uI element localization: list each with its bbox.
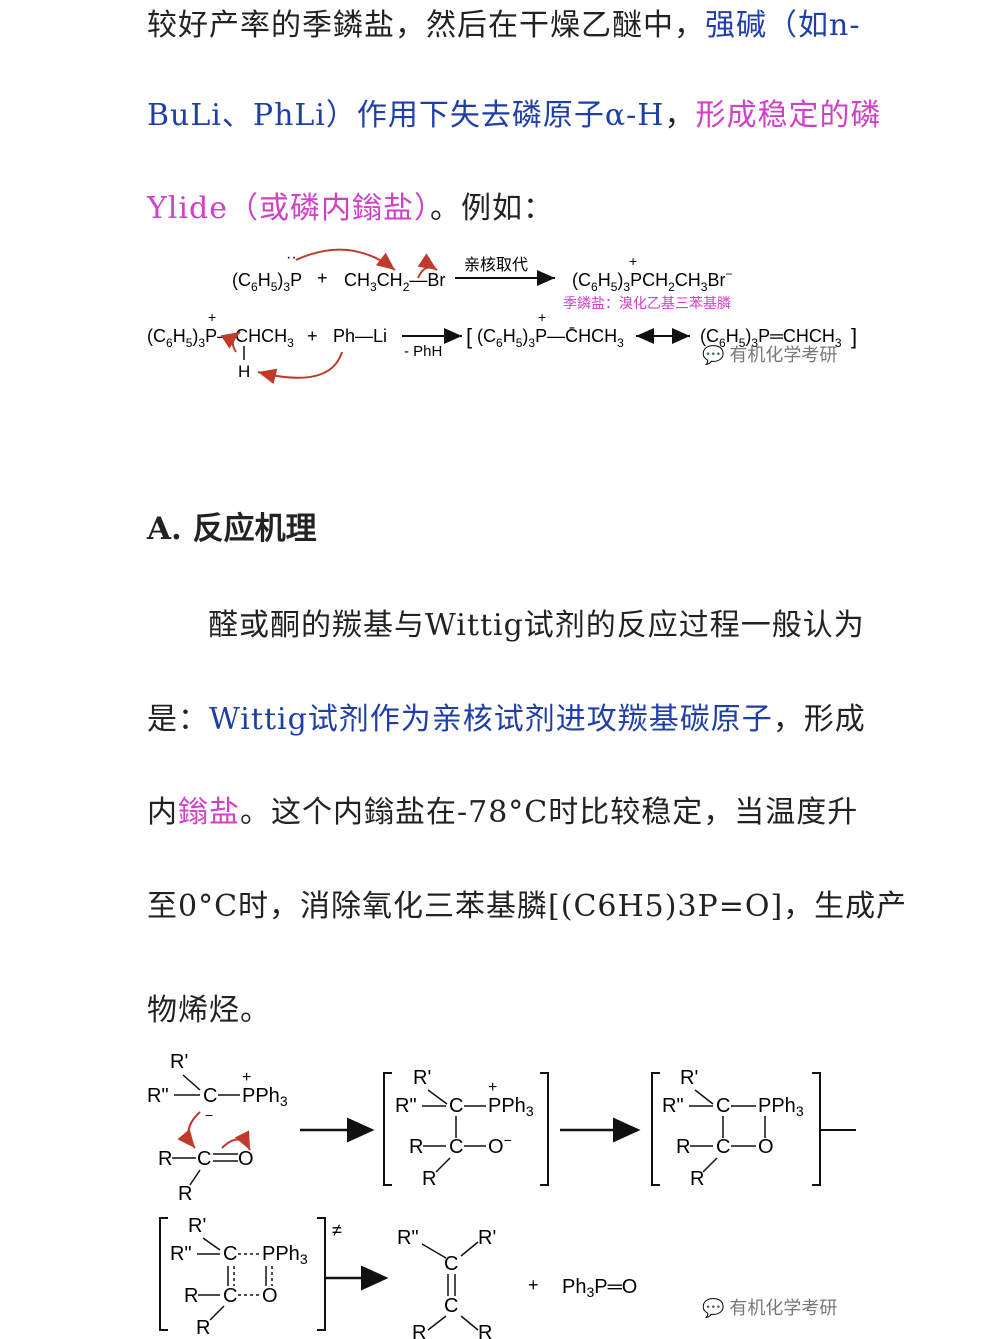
- text-segment: 内: [147, 795, 178, 830]
- text-segment: 。这个内鎓盐在-78°C时比较稳定，当温度升: [240, 795, 859, 830]
- byproduct-label: - PhH: [404, 343, 442, 360]
- r-double-prime: R": [395, 1095, 417, 1117]
- wittig-mechanism-scheme: R' R" C − PPh3 + R C O R R' R" C PPh3 + …: [147, 1051, 856, 1339]
- ylide-form: (C6H5)3P—C̄HCH3: [477, 326, 624, 350]
- pph3-group: PPh3: [242, 1085, 288, 1109]
- text-segment: 较好产率的季鏻盐，然后在干燥乙醚中，: [147, 8, 705, 43]
- alkene-carbon: C: [444, 1295, 458, 1317]
- r-double-prime: R": [147, 1085, 169, 1107]
- watermark-text: 有机化学考研: [729, 345, 838, 365]
- bracket: [: [466, 324, 472, 349]
- text-segment: 。例如：: [429, 191, 554, 226]
- ring-oxygen: O: [758, 1136, 774, 1158]
- transition-state-mark: ≠: [332, 1220, 342, 1240]
- paragraph2-line1: 醛或酮的羰基与Wittig试剂的反应过程一般认为: [208, 608, 865, 643]
- carbon: C: [449, 1136, 463, 1158]
- carbonyl-c: C: [197, 1148, 211, 1170]
- carbon: C: [223, 1285, 237, 1307]
- ring-oxygen: O: [262, 1285, 278, 1307]
- paragraph2-line2: 是：Wittig试剂作为亲核试剂进攻羰基碳原子，形成: [147, 694, 866, 738]
- ylide-formation-scheme: (C6H5)3P ·· + CH3CH2—Br 亲核取代 (C6H5)3PCH2…: [147, 248, 857, 385]
- highlight-nucleophile: Wittig试剂作为亲核试剂进攻羰基碳原子: [209, 702, 773, 737]
- paragraph2-line5: 物烯烃。: [147, 993, 271, 1028]
- alkoxide: O−: [488, 1132, 512, 1158]
- carbon: C: [716, 1095, 730, 1117]
- paragraph2-line3: 内鎓盐。这个内鎓盐在-78°C时比较稳定，当温度升: [147, 787, 858, 831]
- plus-sign: +: [307, 326, 318, 346]
- r-group: R: [184, 1285, 198, 1307]
- alkene-carbon: C: [444, 1253, 458, 1275]
- triphenylphosphine-oxide: Ph3P═O: [562, 1276, 637, 1300]
- pph3-group: PPh3: [488, 1095, 534, 1119]
- r-prime: R': [478, 1227, 496, 1249]
- r-group: R: [158, 1148, 172, 1170]
- electron-arrow: [257, 351, 343, 385]
- paragraph1-line2: BuLi、PhLi）作用下失去磷原子α-H，形成稳定的磷: [147, 90, 881, 134]
- electron-arrow: [295, 248, 396, 271]
- r-group: R: [409, 1136, 423, 1158]
- r-group: R: [676, 1136, 690, 1158]
- r-prime: R': [680, 1067, 698, 1089]
- r-double-prime: R": [662, 1095, 684, 1117]
- phosphonium-salt: (C6H5)3PCH2CH3Br−: [572, 267, 732, 294]
- charge-plus: +: [488, 1079, 497, 1096]
- plus-sign: +: [528, 1275, 539, 1295]
- r-prime: R': [188, 1215, 206, 1237]
- watermark: 💬 有机化学考研: [702, 1298, 838, 1318]
- paragraph1-line1: 较好产率的季鏻盐，然后在干燥乙醚中，强碱（如n-: [147, 0, 860, 44]
- arrow-label: 亲核取代: [464, 256, 528, 274]
- highlight-reagents: BuLi、PhLi）作用下失去磷原子α-H: [147, 98, 665, 133]
- charge-plus: +: [538, 309, 546, 325]
- carbanion: C: [203, 1085, 217, 1107]
- r-double-prime: R": [170, 1243, 192, 1265]
- r-group: R: [422, 1168, 436, 1190]
- r-double-prime: R": [397, 1227, 419, 1249]
- r-prime: R': [413, 1067, 431, 1089]
- highlight-onium: 鎓盐: [178, 795, 240, 830]
- pph3-group: PPh3: [758, 1095, 804, 1119]
- electron-arrow: [417, 253, 438, 279]
- charge-plus: +: [629, 253, 637, 269]
- ethyl-bromide: CH3CH2—Br: [344, 270, 445, 294]
- triphenylphosphine: (C6H5)3P: [232, 270, 302, 294]
- electron-arrow: [220, 331, 241, 353]
- highlight-ylide: 形成稳定的磷: [695, 98, 882, 133]
- section-heading: A. 反应机理: [147, 511, 317, 547]
- text-segment: ，形成: [772, 702, 866, 737]
- charge-plus: +: [242, 1069, 251, 1086]
- carbon: C: [716, 1136, 730, 1158]
- highlight-strong-base: 强碱（如n-: [705, 8, 861, 43]
- r-group: R: [196, 1317, 210, 1339]
- r-group: R: [478, 1322, 492, 1339]
- charge-minus: −: [205, 1107, 213, 1123]
- carbon: C: [449, 1095, 463, 1117]
- text-segment: 是：: [147, 702, 209, 737]
- watermark: 💬 有机化学考研: [702, 345, 838, 365]
- bracket: ]: [851, 324, 857, 349]
- r-prime: R': [170, 1051, 188, 1073]
- paragraph1-line3: Ylide（或磷内鎓盐）。例如：: [147, 183, 554, 227]
- product-caption: 季鏻盐：溴化乙基三苯基膦: [563, 295, 731, 311]
- carbonyl-o: O: [238, 1148, 254, 1170]
- phosphonium-row2: (C6H5)3P—CHCH3: [147, 326, 294, 350]
- paragraph2-line4: 至0°C时，消除氧化三苯基膦[(C6H5)3P=O]，生成产: [147, 889, 908, 924]
- r-group: R: [178, 1183, 192, 1205]
- lone-pair: ··: [286, 249, 297, 266]
- charge-plus: +: [208, 309, 216, 325]
- highlight-ylide-cont: Ylide（或磷内鎓盐）: [147, 191, 430, 226]
- pph3-group: PPh3: [262, 1243, 308, 1267]
- r-group: R: [690, 1168, 704, 1190]
- text-segment: ，: [664, 98, 696, 133]
- r-group: R: [412, 1322, 426, 1339]
- plus-sign: +: [317, 268, 328, 288]
- phenyllithium: Ph—Li: [333, 326, 387, 346]
- watermark-text: 有机化学考研: [729, 1298, 838, 1318]
- carbon: C: [223, 1243, 237, 1265]
- alpha-hydrogen: H: [238, 362, 250, 381]
